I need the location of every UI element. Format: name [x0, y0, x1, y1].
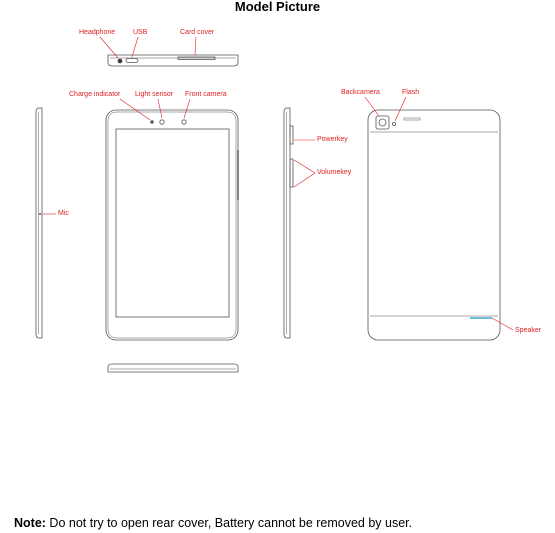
label-flash: Flash	[402, 89, 419, 97]
label-mic: Mic	[58, 210, 69, 218]
back-view	[368, 110, 500, 340]
front-screen	[116, 129, 229, 317]
back-camera-lens	[379, 119, 386, 126]
label-speaker: Speaker	[515, 327, 541, 335]
flash-dot	[392, 122, 395, 125]
label-back-camera: Backcamera	[341, 89, 380, 97]
label-headphone: Headphone	[79, 29, 115, 37]
top-edge-view	[108, 55, 238, 66]
light-sensor-dot	[160, 120, 164, 124]
note-label: Note:	[14, 516, 46, 530]
front-camera-dot	[182, 120, 186, 124]
headphone-jack	[118, 59, 122, 63]
label-light-sensor: Light sensor	[135, 91, 173, 99]
back-camera-frame	[376, 116, 389, 129]
right-side-view	[284, 108, 293, 338]
usb-port	[126, 59, 138, 63]
front-view	[106, 110, 238, 340]
label-card-cover: Card cover	[180, 29, 214, 37]
label-usb: USB	[133, 29, 147, 37]
bottom-edge-view	[108, 364, 238, 372]
left-side-view	[36, 108, 42, 338]
label-volume-key: Volumekey	[317, 169, 351, 177]
label-charge-indicator: Charge indicator	[69, 91, 120, 99]
footer-note: Note: Do not try to open rear cover, Bat…	[14, 516, 412, 530]
volume-key	[290, 159, 293, 187]
power-key	[290, 126, 293, 144]
note-text: Do not try to open rear cover, Battery c…	[46, 516, 412, 530]
label-front-camera: Front camera	[185, 91, 227, 99]
label-power-key: Powerkey	[317, 136, 348, 144]
charge-indicator-dot	[151, 121, 154, 124]
leader-lines	[42, 37, 513, 330]
